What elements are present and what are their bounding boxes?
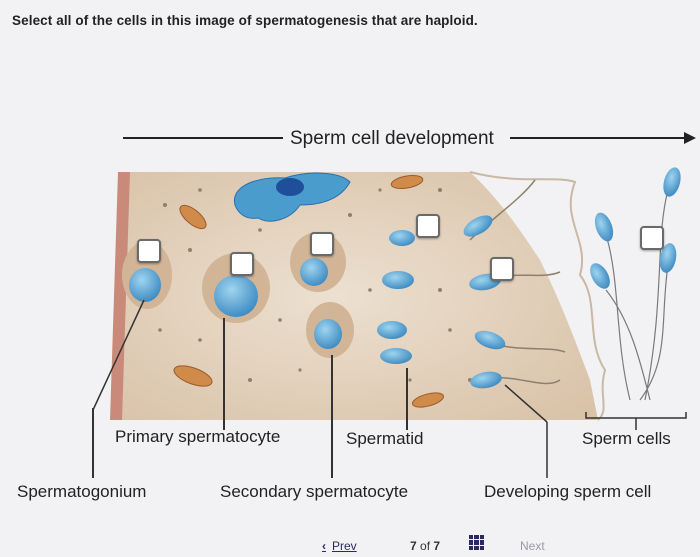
label-secondary-spermatocyte: Secondary spermatocyte	[220, 482, 409, 501]
basement-membrane	[110, 172, 130, 420]
label-sperm-cells: Sperm cells	[582, 429, 671, 448]
checkbox-secondary-spermatocyte[interactable]	[310, 232, 334, 256]
label-developing-sperm-cell: Developing sperm cell	[484, 482, 652, 501]
checkbox-spermatogonium[interactable]	[137, 239, 161, 263]
page-indicator: 7 of 7	[410, 537, 440, 555]
sertoli-cell-blob	[234, 172, 351, 222]
leader-primary-spermatocyte	[223, 318, 225, 430]
secondary-spermatocyte-cell-lower	[306, 302, 354, 358]
checkbox-developing-sperm-cell[interactable]	[490, 257, 514, 281]
leader-spermatid	[406, 368, 408, 430]
checkbox-primary-spermatocyte[interactable]	[230, 252, 254, 276]
page-of: of	[420, 539, 431, 553]
checkbox-sperm-cells[interactable]	[640, 226, 664, 250]
development-arrow-line-left	[123, 137, 283, 139]
arrow-head-icon	[684, 132, 696, 144]
sperm-cells-illustration	[605, 189, 669, 401]
question-text: Select all of the cells in this image of…	[12, 13, 478, 28]
leader-spermatogonium-vertical	[92, 408, 94, 478]
tissue-edge	[469, 171, 607, 421]
mitochondria	[173, 174, 445, 408]
label-primary-spermatocyte: Primary spermatocyte	[115, 427, 281, 446]
sperm-cells-bracket	[585, 412, 687, 430]
label-spermatogonium: Spermatogonium	[17, 482, 147, 501]
next-button[interactable]: Next	[520, 537, 545, 555]
prev-label: Prev	[332, 539, 357, 553]
page-current: 7	[410, 539, 417, 553]
leader-secondary-spermatocyte	[331, 355, 333, 478]
page-total: 7	[433, 539, 441, 553]
next-label: Next	[520, 539, 545, 553]
spermatid-cells	[377, 230, 415, 364]
grid-icon[interactable]	[469, 535, 484, 550]
development-title: Sperm cell development	[288, 128, 496, 150]
chevron-left-icon: ‹	[322, 539, 326, 553]
checkbox-spermatid[interactable]	[416, 214, 440, 238]
development-arrow-line-right	[510, 137, 686, 139]
developing-sperm-cells	[463, 179, 566, 389]
prev-button[interactable]: ‹ Prev	[322, 537, 357, 555]
label-spermatid: Spermatid	[346, 429, 424, 448]
